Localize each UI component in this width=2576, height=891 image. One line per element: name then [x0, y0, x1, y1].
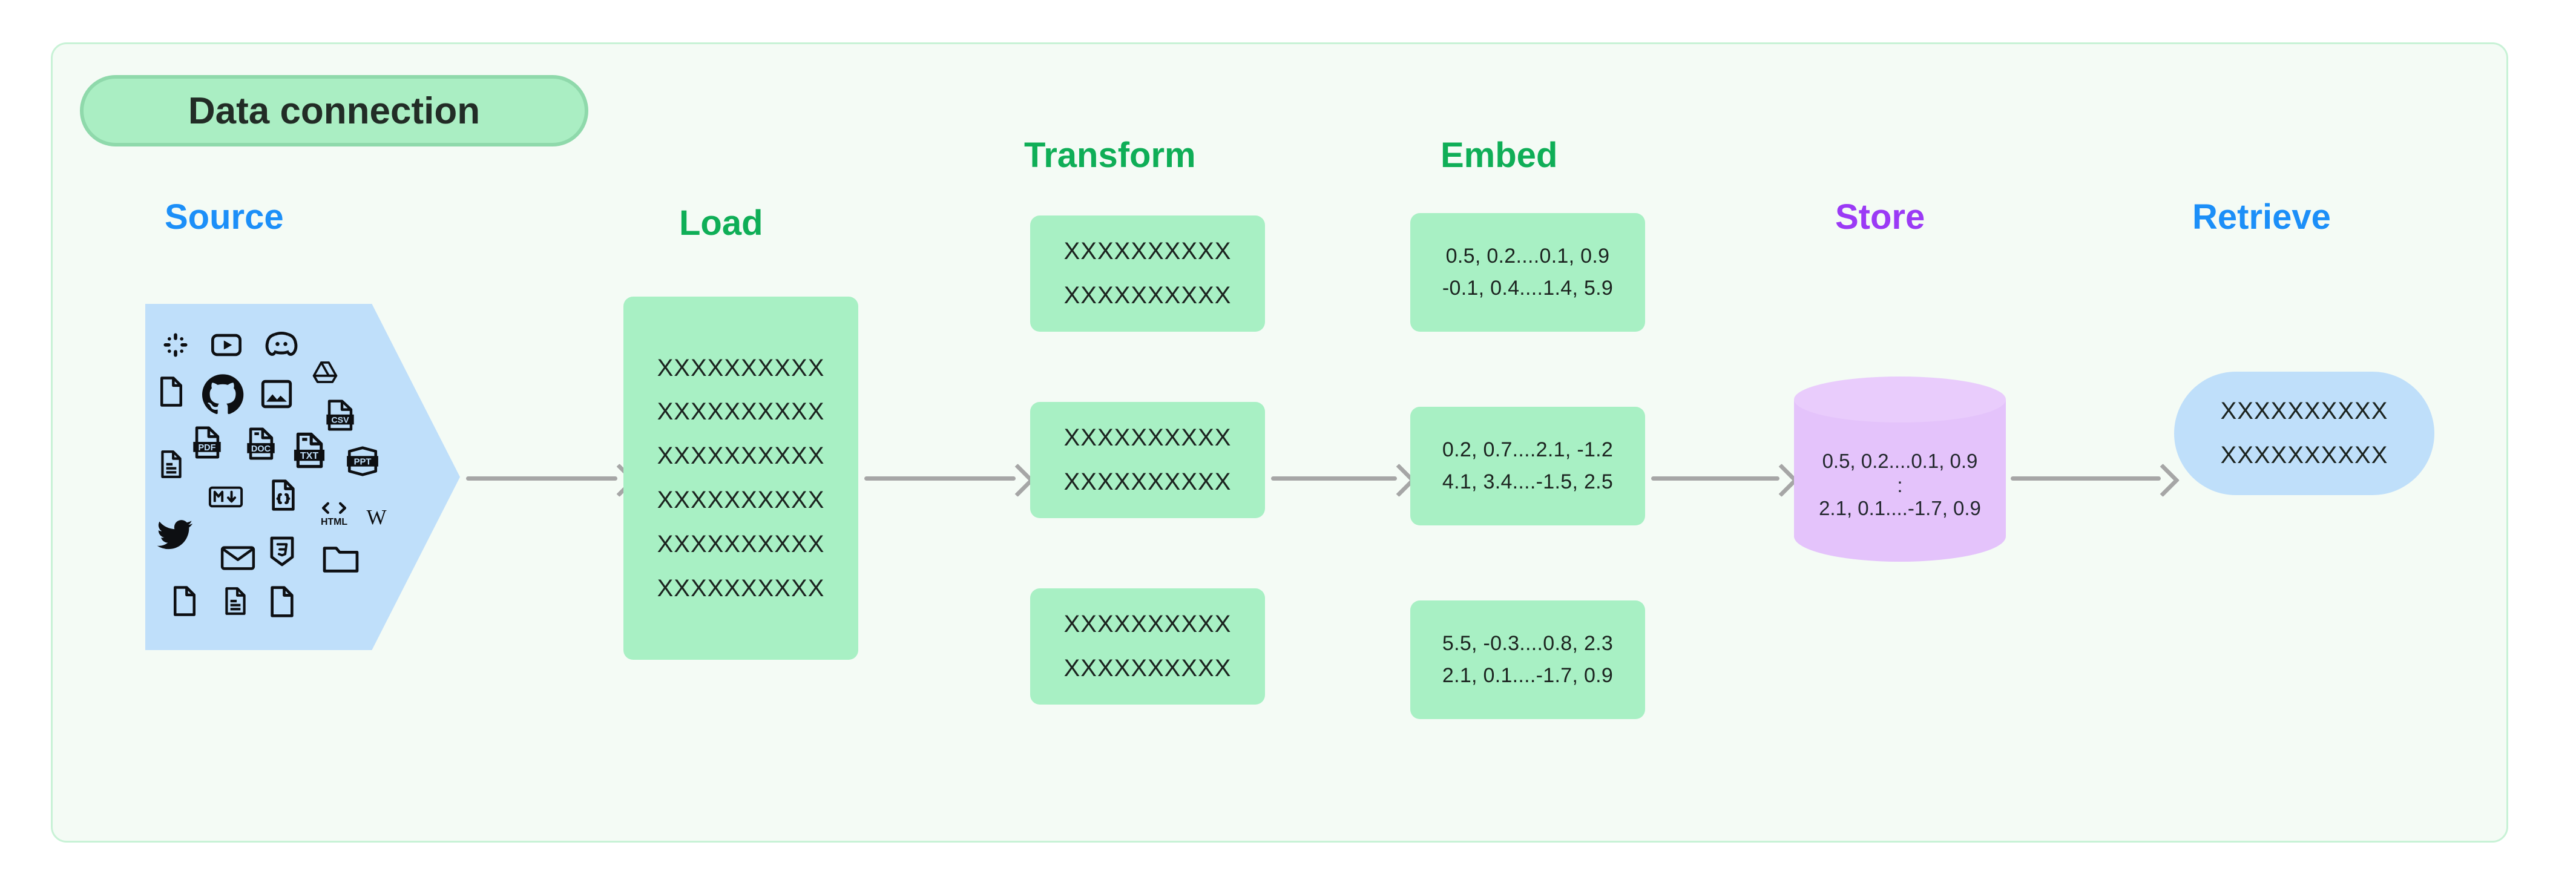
load-card: XXXXXXXXXX XXXXXXXXXX XXXXXXXXXX XXXXXXX…: [623, 297, 858, 660]
cylinder-body: [1794, 399, 2006, 562]
embed-card: 0.5, 0.2....0.1, 0.9 -0.1, 0.4....1.4, 5…: [1410, 213, 1645, 332]
store-line-2: 2.1, 0.1....-1.7, 0.9: [1819, 496, 1981, 519]
stage-label-transform: Transform: [1024, 136, 1196, 175]
embed-card-line: 2.1, 0.1....-1.7, 0.9: [1442, 664, 1614, 687]
load-card-line: XXXXXXXXXX: [657, 398, 825, 426]
doc-file-icon: DOC: [245, 426, 277, 461]
pdf-file-icon: PDF: [190, 425, 224, 460]
file-blank-icon: [156, 375, 186, 408]
twitter-icon: [156, 518, 194, 552]
transform-card-line: XXXXXXXXXX: [1063, 282, 1232, 309]
arrow-shaft: [466, 476, 617, 481]
transform-card-line: XXXXXXXXXX: [1063, 611, 1232, 638]
json-file-icon: [268, 478, 299, 512]
transform-card: XXXXXXXXXX XXXXXXXXXX: [1030, 588, 1265, 705]
embed-card: 5.5, -0.3....0.8, 2.3 2.1, 0.1....-1.7, …: [1410, 600, 1645, 719]
arrow-source-to-load: [466, 460, 637, 498]
discord-icon: [264, 327, 299, 362]
svg-text:DOC: DOC: [251, 444, 271, 454]
source-icon-grid: CSV PDF: [156, 326, 410, 628]
file-blank-3-icon: [266, 585, 298, 619]
csv-file-icon: CSV: [324, 398, 356, 432]
txt-file-icon: TXT: [291, 431, 328, 470]
slack-icon: [160, 329, 191, 361]
file-blank-2-icon: [169, 585, 200, 617]
load-card-line: XXXXXXXXXX: [657, 442, 825, 470]
embed-card-line: -0.1, 0.4....1.4, 5.9: [1442, 277, 1614, 300]
data-connection-badge-label: Data connection: [188, 90, 481, 132]
embed-card: 0.2, 0.7....2.1, -1.2 4.1, 3.4....-1.5, …: [1410, 407, 1645, 525]
transform-card: XXXXXXXXXX XXXXXXXXXX: [1030, 215, 1265, 332]
markdown-icon: [208, 484, 243, 510]
arrow-shaft: [2011, 476, 2161, 481]
store-database-cylinder: 0.5, 0.2....0.1, 0.9 : 2.1, 0.1....-1.7,…: [1794, 376, 2006, 584]
source-shape: CSV PDF: [145, 304, 460, 650]
transform-card-line: XXXXXXXXXX: [1063, 238, 1232, 265]
retrieve-card-line: XXXXXXXXXX: [2220, 442, 2388, 469]
stage-label-load: Load: [679, 203, 763, 243]
ppt-file-icon: PPT: [345, 444, 380, 478]
document-lines-icon: [157, 449, 185, 479]
transform-card: XXXXXXXXXX XXXXXXXXXX: [1030, 402, 1265, 518]
embed-card-line: 0.5, 0.2....0.1, 0.9: [1445, 245, 1610, 268]
wikipedia-icon: W: [362, 504, 391, 529]
stage-label-embed: Embed: [1441, 136, 1558, 175]
store-separator: :: [1897, 473, 1903, 496]
css3-icon: [269, 535, 295, 568]
email-icon: [220, 544, 255, 573]
embed-card-line: 4.1, 3.4....-1.5, 2.5: [1442, 470, 1614, 493]
svg-text:PPT: PPT: [354, 458, 372, 467]
arrow-load-to-transform: [864, 460, 1035, 498]
arrow-store-to-retrieve: [2011, 460, 2180, 498]
stage-label-retrieve: Retrieve: [2192, 197, 2331, 237]
retrieve-card-line: XXXXXXXXXX: [2220, 398, 2388, 425]
load-card-line: XXXXXXXXXX: [657, 530, 825, 557]
load-card-line: XXXXXXXXXX: [657, 487, 825, 513]
github-icon: [200, 372, 246, 418]
store-line-1: 0.5, 0.2....0.1, 0.9: [1822, 450, 1978, 472]
svg-text:CSV: CSV: [331, 416, 349, 426]
document-lines-2-icon: [222, 586, 249, 616]
load-card-line: XXXXXXXXXX: [657, 574, 825, 602]
svg-text:HTML: HTML: [321, 517, 347, 527]
arrow-shaft: [864, 476, 1016, 481]
arrow-shaft: [1271, 476, 1397, 481]
transform-card-line: XXXXXXXXXX: [1063, 469, 1232, 495]
arrow-embed-to-store: [1651, 460, 1799, 498]
embed-card-line: 0.2, 0.7....2.1, -1.2: [1442, 438, 1614, 462]
cylinder-top-ellipse: [1794, 376, 2006, 422]
youtube-icon: [209, 328, 243, 362]
load-card-line: XXXXXXXXXX: [657, 354, 825, 381]
data-connection-badge: Data connection: [80, 75, 588, 146]
arrow-transform-to-embed: [1271, 460, 1416, 498]
retrieve-card: XXXXXXXXXX XXXXXXXXXX: [2174, 372, 2434, 495]
google-drive-icon: [311, 358, 339, 386]
folder-icon: [322, 544, 360, 575]
svg-text:PDF: PDF: [199, 443, 216, 453]
svg-text:TXT: TXT: [300, 451, 318, 461]
transform-card-line: XXXXXXXXXX: [1063, 655, 1232, 682]
diagram-container: [51, 42, 2508, 843]
html-icon: HTML: [317, 499, 351, 528]
transform-card-line: XXXXXXXXXX: [1063, 424, 1232, 452]
arrow-shaft: [1651, 476, 1779, 481]
embed-card-line: 5.5, -0.3....0.8, 2.3: [1442, 632, 1614, 656]
stage-label-store: Store: [1835, 197, 1925, 237]
image-icon: [259, 376, 294, 412]
store-cylinder-text: 0.5, 0.2....0.1, 0.9 : 2.1, 0.1....-1.7,…: [1794, 448, 2006, 522]
svg-text:W: W: [366, 505, 387, 529]
stage-label-source: Source: [165, 197, 284, 237]
